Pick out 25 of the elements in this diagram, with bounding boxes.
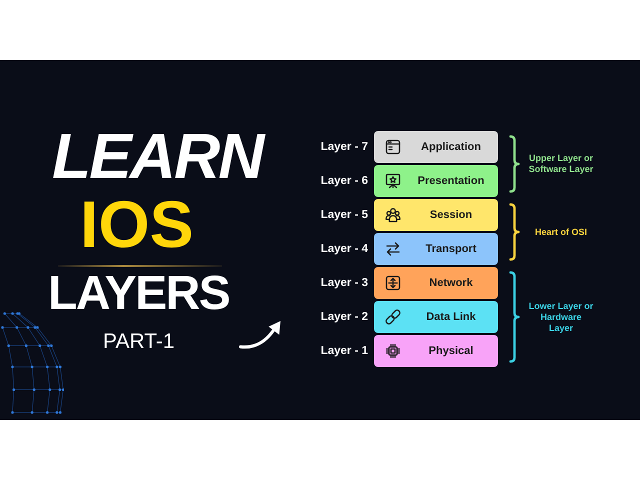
layer-number: Layer - 3: [320, 276, 368, 290]
layer-name: Transport: [426, 242, 476, 256]
bracket-label: Upper Layer or Software Layer: [528, 153, 594, 175]
layer-name: Physical: [428, 344, 474, 358]
layer-box: [374, 165, 498, 197]
layer-number: Layer - 4: [320, 242, 368, 256]
layer-name: Network: [429, 276, 473, 290]
layer-box: [374, 301, 498, 333]
layer-name: Data Link: [426, 310, 476, 324]
layer-number: Layer - 7: [320, 140, 368, 154]
layer-box: [374, 199, 498, 231]
layer-box: [374, 335, 498, 367]
layer-name: Presentation: [418, 174, 484, 188]
layer-box: [374, 267, 498, 299]
layer-number: Layer - 6: [320, 174, 368, 188]
layer-box: [374, 131, 498, 163]
bracket-label: Heart of OSI: [534, 226, 588, 238]
layer-number: Layer - 2: [320, 310, 368, 324]
layer-box: [374, 233, 498, 265]
layer-name: Application: [421, 140, 481, 154]
layer-number: Layer - 1: [320, 344, 368, 358]
subtitle: PART-1: [103, 331, 175, 352]
layer-name: Session: [430, 208, 472, 222]
bracket-label: Lower Layer or Hardware Layer: [528, 300, 594, 334]
layer-number: Layer - 5: [320, 208, 368, 222]
